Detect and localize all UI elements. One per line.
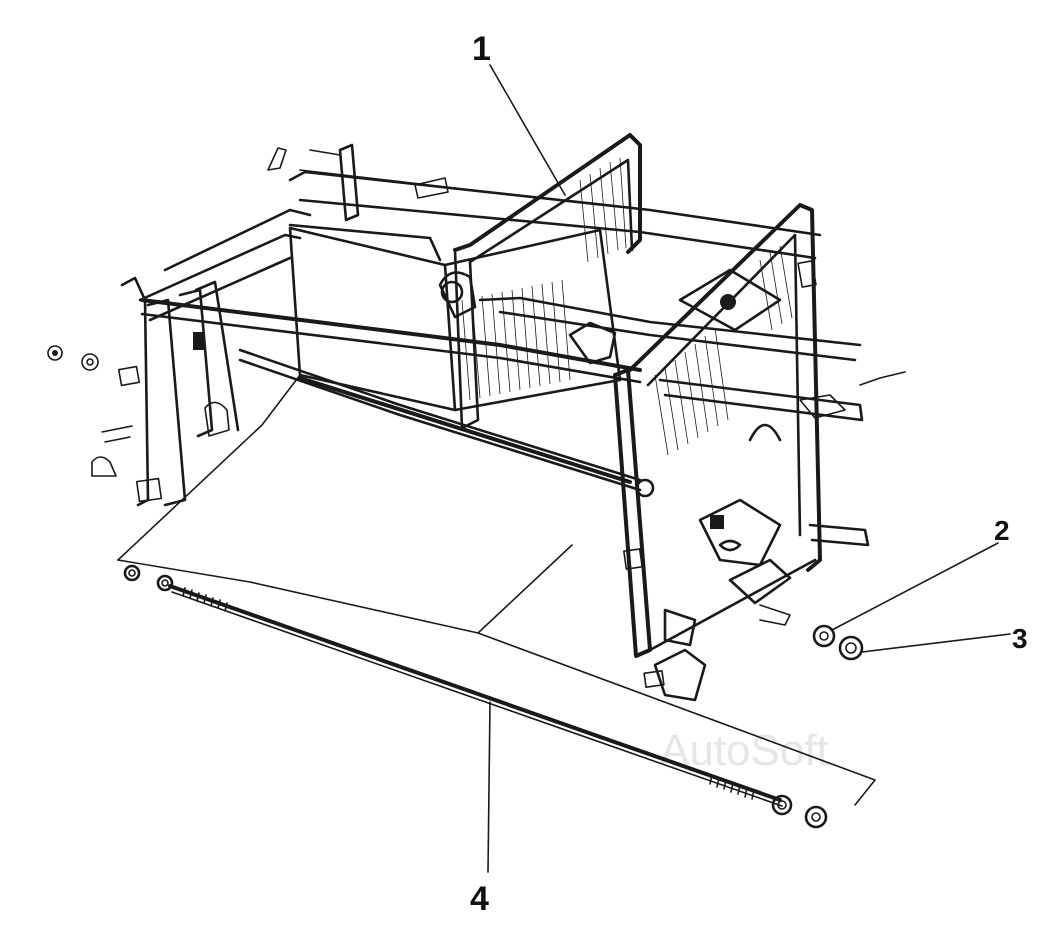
leader-line-1 bbox=[489, 64, 566, 196]
part-4-tie-rod bbox=[123, 564, 828, 829]
callout-labels: 1 2 3 4 bbox=[470, 30, 1028, 918]
callout-3: 3 bbox=[1012, 623, 1028, 654]
leader-line-4 bbox=[487, 701, 491, 873]
right-end-frame bbox=[613, 203, 906, 702]
lower-shaft bbox=[238, 348, 655, 498]
callout-4: 4 bbox=[470, 880, 489, 918]
front-upper-rail bbox=[140, 296, 862, 384]
part-3-nut bbox=[838, 635, 864, 661]
leader-line-2 bbox=[831, 542, 999, 631]
rod-threads-left bbox=[182, 587, 228, 612]
left-end-frame bbox=[91, 208, 312, 507]
callout-2: 2 bbox=[994, 515, 1010, 546]
rod-threads-right bbox=[709, 774, 755, 800]
leader-line-3 bbox=[861, 633, 1011, 653]
leader-lines bbox=[487, 64, 1011, 873]
right-lower-bracket bbox=[698, 498, 792, 605]
part-1-hatching bbox=[579, 157, 627, 263]
callout-1: 1 bbox=[472, 30, 491, 68]
left-loose-fasteners bbox=[47, 345, 99, 371]
base-floor-outline bbox=[117, 374, 876, 806]
part-2-washer bbox=[812, 624, 836, 648]
